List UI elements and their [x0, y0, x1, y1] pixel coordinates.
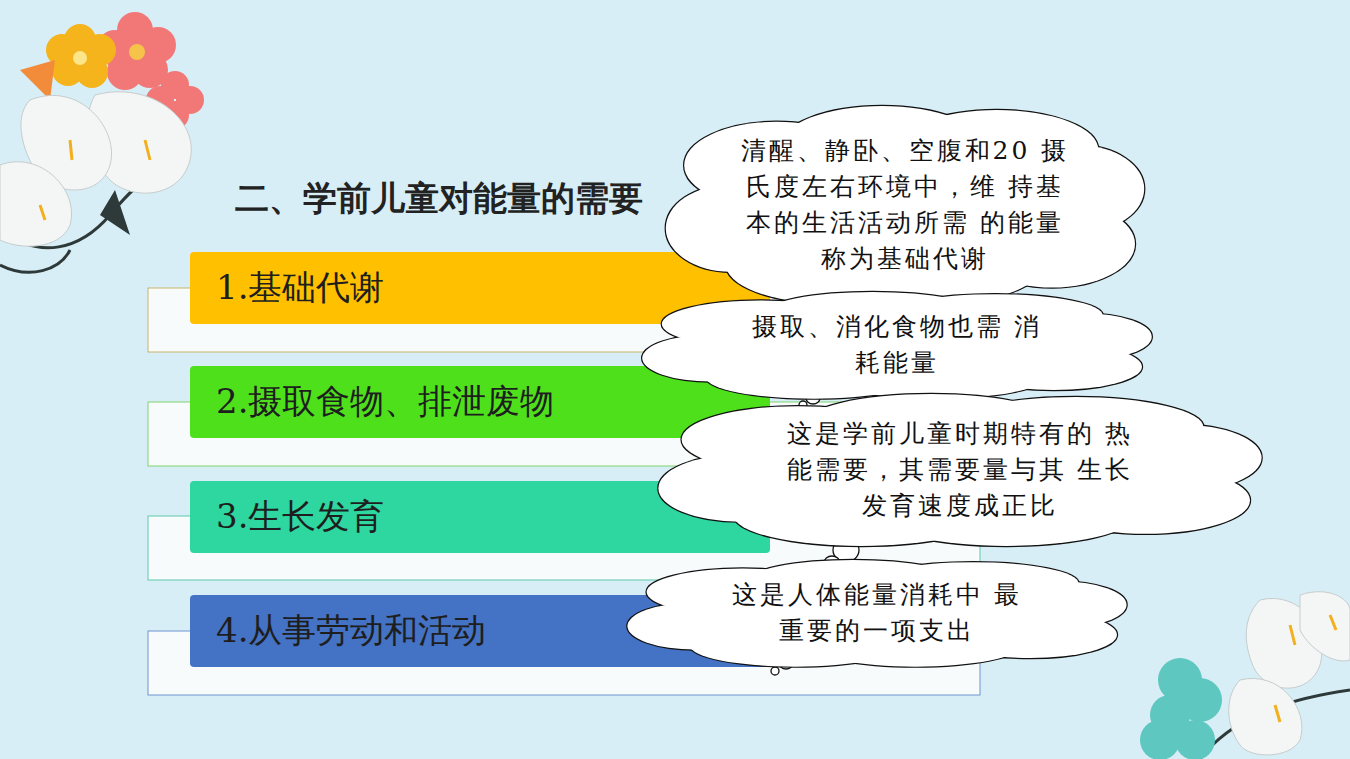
band-label: 2.摄取食物、排泄废物: [216, 379, 554, 425]
cloud-outline: [652, 292, 1142, 399]
thought-cloud: 清醒、静卧、空腹和20 摄氏度左右环境中，维 持基本的生活活动所需 的能量称为基…: [675, 106, 1135, 303]
thought-cloud: 摄取、消化食物也需 消耗能量: [652, 292, 1142, 399]
flower-decoration: [0, 12, 204, 272]
flower-decoration: [1140, 592, 1350, 759]
thought-cloud: 这是学前儿童时期特有的 热能需要，其需要量与其 生长发育速度成正比: [670, 394, 1250, 546]
band-label: 1.基础代谢: [216, 265, 384, 311]
thought-cloud: 这是人体能量消耗中 最重要的一项支出: [637, 560, 1117, 667]
slide-title: 二、学前儿童对能量的需要: [235, 176, 643, 222]
cloud-text: 摄取、消化食物也需 消耗能量: [747, 309, 1047, 382]
band-label: 4.从事劳动和活动: [216, 608, 486, 654]
cloud-outline: [637, 560, 1117, 667]
cloud-text: 清醒、静卧、空腹和20 摄氏度左右环境中，维 持基本的生活活动所需 的能量称为基…: [740, 133, 1070, 278]
cloud-text: 这是学前儿童时期特有的 热能需要，其需要量与其 生长发育速度成正比: [775, 416, 1145, 525]
cloud-text: 这是人体能量消耗中 最重要的一项支出: [727, 577, 1027, 650]
band-label: 3.生长发育: [216, 494, 384, 540]
